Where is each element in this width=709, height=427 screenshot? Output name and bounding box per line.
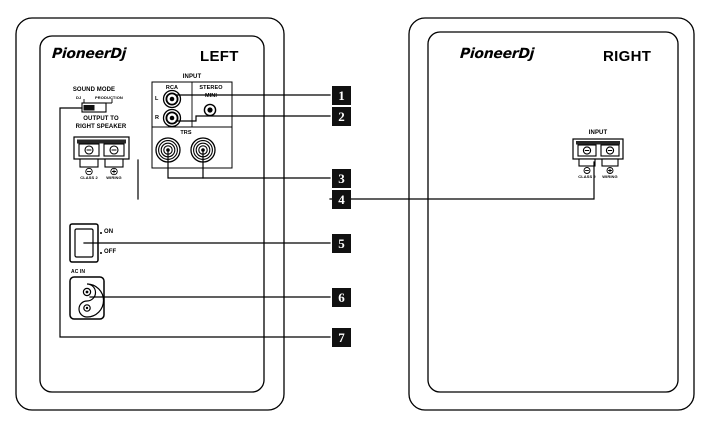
leader-line-3a [167,151,331,179]
stereo-mini-title-line1: STEREO [199,85,223,91]
callout-3[interactable]: 3 [332,169,351,188]
power-switch-on-label: ON [104,229,114,235]
left-speaker-side-label: LEFT [200,48,239,65]
stereo-mini-title-line2: MINI [204,93,218,99]
right-input-terminal-block [572,138,624,174]
output-terminal-note-right: WIRING [106,175,122,180]
output-terminal-title-line2: RIGHT SPEAKER [75,124,127,130]
rca-input-jacks [162,89,182,128]
callout-6[interactable]: 6 [332,288,351,307]
right-speaker-cabinet-outline [408,17,695,411]
rca-title: RCA [165,85,179,91]
callout-4[interactable]: 4 [332,190,351,209]
sound-mode-option-production: PRODUCTION [95,95,123,100]
right-terminal-note-left: CLASS 2 [578,174,596,179]
sound-mode-switch [81,99,113,113]
left-speaker-cabinet-outline [15,17,285,411]
right-speaker-rear-panel-outline [427,31,679,393]
stereo-mini-input-jack [203,103,217,117]
right-input-terminal-title: INPUT [588,130,608,136]
trs-title: TRS [180,130,192,136]
output-terminal-title-line1: OUTPUT TO [83,116,119,122]
sound-mode-title: SOUND MODE [72,87,116,93]
ac-in-inlet [69,276,105,320]
input-panel-box [151,81,233,169]
callout-5[interactable]: 5 [332,234,351,253]
output-terminal-block [73,136,130,176]
callout-2[interactable]: 2 [332,107,351,126]
leader-line-2 [175,115,331,122]
callout-7[interactable]: 7 [332,328,351,347]
output-terminal-note-left: CLASS 2 [80,175,98,180]
trs-input-jacks [155,137,216,163]
rca-left-label: L [155,96,159,102]
power-switch-off-label: OFF [104,249,117,255]
rca-right-label: R [155,115,160,121]
left-speaker-brand-logo: PioneerDj [51,46,127,62]
ac-in-title: AC IN [71,269,86,275]
right-terminal-note-right: WIRING [602,174,618,179]
leader-line-4 [329,161,595,200]
right-speaker-brand-logo: PioneerDj [459,46,535,62]
left-speaker-rear-panel-outline [39,35,265,393]
leader-line-7 [59,107,331,338]
right-speaker-side-label: RIGHT [603,48,652,65]
callout-1[interactable]: 1 [332,86,351,105]
sound-mode-option-dj: DJ [76,95,82,100]
input-panel-title: INPUT [182,74,202,80]
